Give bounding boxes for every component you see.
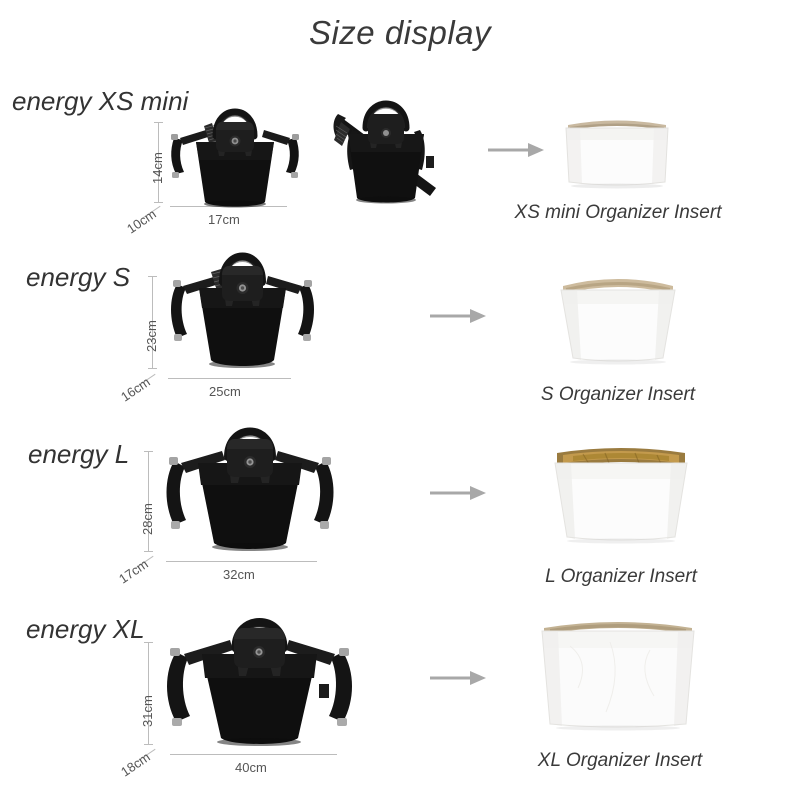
height-ruler-cap-bottom-xs xyxy=(154,202,163,203)
organizer-insert-xs-mini xyxy=(565,120,669,189)
size-row-l: energy L 28cm 17cm 32cm xyxy=(0,425,800,597)
width-value-s: 25cm xyxy=(209,384,241,399)
organizer-insert-l xyxy=(554,448,688,544)
height-ruler-line-xs xyxy=(158,122,159,202)
width-ruler-line-l xyxy=(166,561,317,562)
depth-value-s: 16cm xyxy=(118,374,153,405)
insert-caption-xs-mini: XS mini Organizer Insert xyxy=(514,202,722,223)
width-value-xl: 40cm xyxy=(235,760,267,775)
size-label-xl: energy XL xyxy=(26,614,145,644)
bag-image-xs-mini-front xyxy=(171,108,299,208)
arrow-icon-xs-mini xyxy=(488,143,544,157)
bag-image-xl xyxy=(167,618,352,746)
height-ruler-cap-top-xl xyxy=(144,642,153,643)
size-label-xs-mini: energy XS mini xyxy=(12,86,189,116)
width-ruler-line-s xyxy=(168,378,291,379)
height-ruler-line-xl xyxy=(148,642,149,744)
bag-image-s xyxy=(171,252,314,368)
height-ruler-cap-bottom-s xyxy=(148,368,157,369)
height-ruler-cap-bottom-xl xyxy=(144,744,153,745)
organizer-insert-xl xyxy=(541,622,695,731)
depth-value-xl: 18cm xyxy=(118,749,153,780)
size-label-s: energy S xyxy=(26,262,131,292)
arrow-icon-xl xyxy=(430,671,486,685)
insert-caption-xl: XL Organizer Insert xyxy=(537,750,703,771)
size-row-xl: energy XL 31cm 18cm 40cm xyxy=(0,600,800,785)
depth-value-l: 17cm xyxy=(116,556,151,587)
height-ruler-cap-top-xs xyxy=(154,122,163,123)
height-ruler-cap-top-l xyxy=(144,451,153,452)
width-value-l: 32cm xyxy=(223,567,255,582)
bag-image-l xyxy=(166,427,334,551)
width-value-xs: 17cm xyxy=(208,212,240,227)
width-ruler-line-xl xyxy=(170,754,337,755)
height-ruler-line-s xyxy=(152,276,153,368)
page-title: Size display xyxy=(308,14,492,51)
insert-caption-s: S Organizer Insert xyxy=(540,384,696,405)
size-row-s: energy S 23cm 16cm 25cm xyxy=(0,248,800,420)
arrow-icon-l xyxy=(430,486,486,500)
height-ruler-cap-top-s xyxy=(148,276,157,277)
depth-value-xs: 10cm xyxy=(124,206,159,237)
bag-image-xs-mini-crossbody xyxy=(333,100,436,204)
size-label-l: energy L xyxy=(28,439,130,469)
height-ruler-line-l xyxy=(148,451,149,551)
insert-caption-l: L Organizer Insert xyxy=(545,566,697,587)
arrow-icon-s xyxy=(430,309,486,323)
size-row-xs-mini: energy XS mini 14cm 10cm 17cm xyxy=(0,72,800,237)
height-ruler-cap-bottom-l xyxy=(144,551,153,552)
organizer-insert-s xyxy=(560,279,676,365)
